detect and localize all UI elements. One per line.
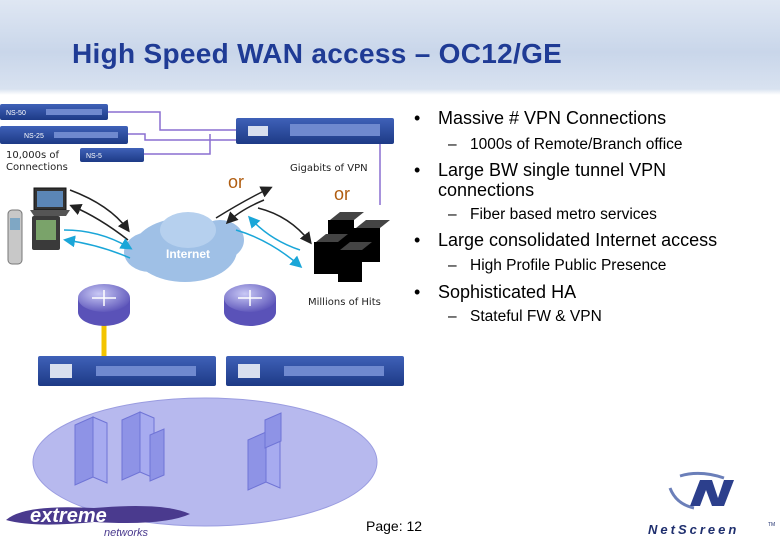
vpn-link [108, 111, 381, 205]
sub-bullet-text: High Profile Public Presence [470, 257, 667, 274]
dash-marker: – [448, 257, 457, 274]
bullet-text: connections [438, 180, 535, 200]
dash-marker: – [448, 136, 457, 153]
sub-bullet-item: –Fiber based metro services [448, 206, 657, 224]
or-label: or [334, 184, 351, 204]
core-appliance [236, 118, 394, 144]
page-number: Page: 12 [366, 518, 423, 534]
dash-marker: – [448, 308, 457, 325]
sub-bullet-text: Stateful FW & VPN [470, 308, 602, 325]
svg-text:NS-50: NS-50 [6, 110, 26, 117]
phone-icon [7, 209, 23, 265]
extreme-networks-logo: extreme networks [4, 498, 194, 539]
network-diagram: Internet NS-50 NS-25 NS-5 10,000s of Con… [0, 104, 404, 527]
bullet-item: • Large consolidated Internet access [414, 230, 717, 251]
firewall-appliance-icon [226, 356, 404, 386]
ns25-appliance: NS-25 [0, 126, 128, 144]
sub-bullet-text: 1000s of Remote/Branch office [470, 136, 683, 153]
bullet-continuation: connections [438, 180, 534, 201]
netscreen-logo: NetScreen TM [640, 468, 778, 538]
bullet-item: • Sophisticated HA [414, 282, 576, 303]
vpn-label: Gigabits of VPN [290, 163, 368, 174]
svg-text:extreme: extreme [30, 505, 107, 527]
router-icon [78, 284, 130, 326]
bullet-marker: • [414, 282, 421, 302]
remote-label: Connections [6, 162, 68, 173]
bullet-marker: • [414, 160, 421, 180]
or-label: or [228, 172, 245, 192]
sub-bullet-item: –1000s of Remote/Branch office [448, 136, 683, 154]
building-icon [74, 411, 282, 491]
svg-text:TM: TM [768, 522, 775, 528]
bullet-marker: • [414, 230, 421, 250]
laptop-icon [30, 187, 70, 216]
header-band [0, 0, 780, 95]
internet-cloud-icon: Internet [124, 212, 244, 282]
sub-bullet-item: –Stateful FW & VPN [448, 308, 602, 326]
vpn-link [144, 134, 211, 155]
internet-label: Internet [166, 247, 210, 261]
pda-icon [32, 216, 60, 250]
sub-bullet-item: –High Profile Public Presence [448, 257, 666, 275]
bullet-text: Large consolidated Internet access [438, 230, 718, 250]
bullet-item: • Large BW single tunnel VPN [414, 160, 666, 181]
router-icon [224, 284, 276, 326]
dash-marker: – [448, 206, 457, 223]
hits-label: Millions of Hits [308, 297, 381, 308]
server-icon [314, 212, 390, 282]
svg-text:NetScreen: NetScreen [648, 522, 739, 537]
bullet-marker: • [414, 108, 421, 128]
bullet-text: Large BW single tunnel VPN [438, 160, 667, 180]
bullet-text: Sophisticated HA [438, 282, 577, 302]
svg-text:NS-25: NS-25 [24, 133, 44, 140]
svg-text:networks: networks [104, 527, 149, 538]
svg-text:NS-5: NS-5 [86, 153, 102, 160]
remote-label: 10,000s of [6, 150, 59, 161]
sub-bullet-text: Fiber based metro services [470, 206, 657, 223]
ns50-appliance: NS-50 [0, 104, 108, 120]
bullet-item: • Massive # VPN Connections [414, 108, 666, 129]
bullet-text: Massive # VPN Connections [438, 108, 667, 128]
slide-title: High Speed WAN access – OC12/GE [72, 38, 563, 69]
ns5-appliance: NS-5 [80, 148, 144, 162]
lan-cloud [32, 397, 378, 527]
firewall-appliance-icon [38, 356, 216, 386]
